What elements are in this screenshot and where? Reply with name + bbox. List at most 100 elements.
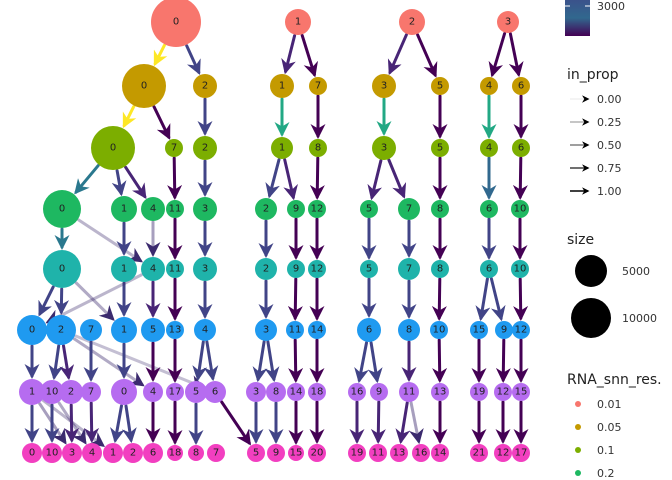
- cluster-node-circle: [431, 77, 449, 95]
- cluster-node-circle: [166, 321, 184, 339]
- cluster-node-label: 10: [514, 264, 527, 275]
- resolution-value: 0.1: [597, 444, 615, 457]
- cluster-node-label: 9: [501, 325, 507, 336]
- cluster-node-label: 0: [59, 204, 65, 215]
- cluster-node: 13: [166, 321, 184, 339]
- cluster-node-label: 16: [415, 448, 428, 459]
- cluster-node-label: 7: [406, 204, 412, 215]
- cluster-node-label: 15: [515, 387, 528, 398]
- cluster-node-label: 14: [311, 325, 324, 336]
- resolution-key: [575, 401, 581, 407]
- cluster-node-circle: [370, 383, 388, 401]
- tree-edge: [387, 158, 407, 199]
- cluster-node-label: 10: [514, 204, 527, 215]
- cluster-node-circle: [255, 198, 277, 220]
- cluster-node-label: 4: [150, 387, 156, 398]
- cluster-node: 9: [287, 200, 305, 218]
- cluster-node-label: 3: [263, 325, 269, 336]
- cluster-node: 14: [287, 383, 305, 401]
- cluster-node-label: 15: [473, 325, 486, 336]
- cluster-node-label: 9: [273, 448, 279, 459]
- resolution-title: RNA_snn_res.: [567, 372, 662, 388]
- cluster-node-circle: [271, 137, 293, 159]
- cluster-node-label: 1: [279, 143, 285, 154]
- cluster-node-label: 0: [110, 143, 116, 154]
- cluster-node-circle: [141, 197, 165, 221]
- cluster-node-label: 13: [169, 325, 182, 336]
- cluster-node: 0: [151, 0, 201, 47]
- cluster-node-label: 13: [434, 387, 447, 398]
- cluster-node-label: 5: [193, 387, 199, 398]
- cluster-node-circle: [369, 444, 387, 462]
- cluster-node-circle: [22, 443, 42, 463]
- cluster-node: 13: [390, 444, 408, 462]
- cluster-node: 10: [430, 321, 448, 339]
- cluster-node-label: 8: [437, 264, 443, 275]
- tree-edge: [74, 281, 115, 321]
- tree-edge: [288, 338, 304, 383]
- in-prop-value: 0.75: [597, 162, 622, 175]
- cluster-node-label: 0: [173, 17, 179, 28]
- tree-edge: [432, 338, 448, 383]
- cluster-node-label: 6: [212, 387, 218, 398]
- cluster-node-label: 6: [150, 448, 156, 459]
- cluster-node-label: 4: [150, 204, 156, 215]
- cluster-node-label: 7: [315, 81, 321, 92]
- tree-edge: [387, 33, 408, 76]
- cluster-node-label: 1: [110, 448, 116, 459]
- cluster-node-circle: [348, 444, 366, 462]
- cluster-node-label: 8: [315, 143, 321, 154]
- tree-edge: [309, 156, 325, 200]
- resolution-key: [575, 447, 581, 453]
- cluster-node-label: 4: [89, 448, 95, 459]
- cluster-node-label: 2: [130, 448, 136, 459]
- cluster-node: 17: [166, 383, 184, 401]
- cluster-node: 9: [370, 383, 388, 401]
- tree-edge: [77, 218, 144, 263]
- cluster-node: 21: [470, 444, 488, 462]
- cluster-node-circle: [431, 139, 449, 157]
- cluster-node-circle: [185, 381, 207, 403]
- cluster-node-circle: [398, 198, 420, 220]
- cluster-node-circle: [470, 321, 488, 339]
- cluster-node-label: 4: [150, 264, 156, 275]
- cluster-node-circle: [512, 444, 530, 462]
- cluster-node-label: 2: [202, 143, 208, 154]
- cluster-node-circle: [188, 445, 204, 461]
- cluster-node: 9: [267, 444, 285, 462]
- cluster-node-circle: [255, 319, 277, 341]
- cluster-node: 11: [399, 382, 419, 402]
- cluster-node: 5: [185, 381, 207, 403]
- tree-edge: [409, 401, 424, 445]
- cluster-node-circle: [204, 381, 226, 403]
- cluster-node-circle: [166, 260, 184, 278]
- cluster-node: 5: [360, 260, 378, 278]
- size-value: 5000: [622, 265, 650, 278]
- cluster-node: 3: [497, 11, 519, 33]
- cluster-node-label: 7: [88, 325, 94, 336]
- size-legend: size 5000 10000: [567, 232, 657, 338]
- cluster-node-label: 3: [202, 204, 208, 215]
- cluster-node-circle: [46, 315, 76, 345]
- cluster-node: 6: [480, 200, 498, 218]
- cluster-node-circle: [123, 443, 143, 463]
- cluster-node-label: 2: [68, 387, 74, 398]
- cluster-node-label: 8: [406, 325, 412, 336]
- cluster-node-circle: [399, 382, 419, 402]
- cluster-node-label: 2: [263, 204, 269, 215]
- cluster-node: 4: [143, 382, 163, 402]
- resolution-legend: RNA_snn_res. 0.01 0.05 0.1 0.2: [567, 372, 662, 480]
- cluster-node: 1: [270, 74, 294, 98]
- size-key-large: [571, 298, 611, 338]
- cluster-node-circle: [511, 200, 529, 218]
- cluster-node: 0: [91, 126, 135, 170]
- cluster-node: 6: [204, 381, 226, 403]
- cluster-node: 10: [511, 200, 529, 218]
- cluster-node: 8: [431, 200, 449, 218]
- in-prop-value: 0.00: [597, 93, 622, 106]
- tree-edge: [287, 277, 303, 321]
- tree-edge: [252, 340, 268, 383]
- cluster-node-label: 6: [366, 325, 372, 336]
